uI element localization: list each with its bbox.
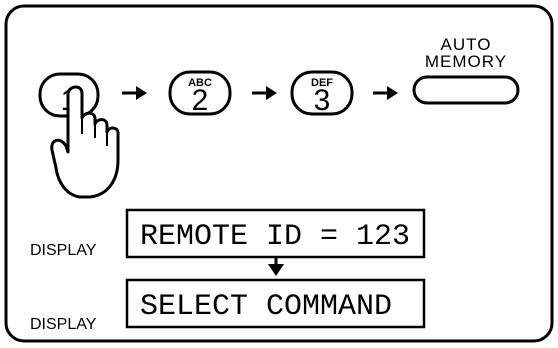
button-2-abc[interactable]: ABC 2 (168, 70, 232, 117)
button-3-def[interactable]: DEF 3 (290, 70, 354, 117)
auto-memory-label-line1: AUTO (441, 35, 492, 54)
down-arrow-icon (268, 257, 284, 276)
auto-memory-button[interactable] (412, 75, 520, 105)
right-arrow-icon (373, 86, 398, 100)
display-box-2 (125, 278, 426, 329)
auto-memory-label-line2: MEMORY (425, 52, 507, 71)
pressing-hand-icon (50, 85, 120, 199)
display-label-1: DISPLAY (30, 242, 97, 259)
button-2-letters: ABC (188, 77, 212, 89)
button-3-digit: 3 (314, 84, 331, 117)
display-text-1: REMOTE ID = 123 (140, 220, 410, 254)
button-2-outline (168, 70, 232, 116)
button-3-letters: DEF (311, 77, 333, 89)
display-text-2: SELECT COMMAND (140, 290, 392, 324)
button-2-digit: 2 (192, 84, 209, 117)
right-arrow-icon (122, 86, 147, 100)
right-arrow-icon (252, 86, 277, 100)
button-3-outline (290, 70, 354, 116)
outer-frame (4, 4, 554, 343)
display-label-2: DISPLAY (30, 316, 97, 333)
